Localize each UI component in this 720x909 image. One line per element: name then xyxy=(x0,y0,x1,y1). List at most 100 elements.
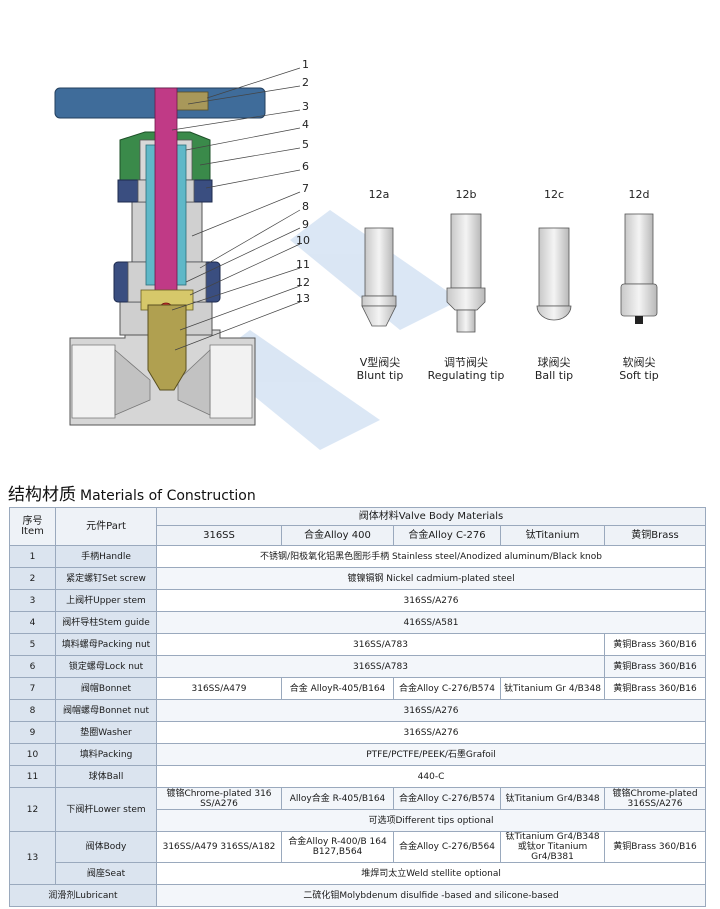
callout-6: 6 xyxy=(302,160,309,173)
row-lubricant-part: 润滑剂Lubricant xyxy=(9,884,157,907)
row-8-value: 316SS/A276 xyxy=(155,699,707,722)
material-titanium: 钛Titanium xyxy=(500,525,605,546)
row-4-part: 阀杆导柱Stem guide xyxy=(55,611,157,634)
row-7-alloy400: 合金 AlloyR-405/B164 xyxy=(281,677,394,700)
table-row: 6 锁定螺母Lock nut 316SS/A783 黄铜Brass 360/B1… xyxy=(9,655,707,678)
tip-12b-zh: 调节阀尖 xyxy=(444,356,488,369)
row-lubricant-value: 二硫化钼Molybdenum disulfide -based and sili… xyxy=(155,884,707,907)
row-13-brass: 黄铜Brass 360/B16 xyxy=(603,831,707,863)
tip-12d-en: Soft tip xyxy=(619,369,659,382)
callout-5: 5 xyxy=(302,138,309,151)
row-7-c276: 合金Alloy C-276/B574 xyxy=(393,677,501,700)
tip-12b-en: Regulating tip xyxy=(427,369,505,382)
row-11-part: 球体Ball xyxy=(55,765,157,788)
row-6-brass: 黄铜Brass 360/B16 xyxy=(603,655,707,678)
row-5-part: 填料螺母Packing nut xyxy=(55,633,157,656)
row-13-alloy400: 合金Alloy R-400/B 164 B127,B564 xyxy=(281,831,394,863)
row-12-alloy400: Alloy合金 R-405/B164 xyxy=(281,787,394,810)
table-row: 12 下阀杆Lower stem 镀铬Chrome-plated 316 SS/… xyxy=(9,787,707,832)
row-3-part: 上阀杆Upper stem xyxy=(55,589,157,612)
table-row: 润滑剂Lubricant 二硫化钼Molybdenum disulfide -b… xyxy=(9,884,707,907)
leader-lines xyxy=(171,67,301,351)
row-4-value: 416SS/A581 xyxy=(155,611,707,634)
row-8-item: 8 xyxy=(9,699,56,722)
row-5-brass: 黄铜Brass 360/B16 xyxy=(603,633,707,656)
row-9-value: 316SS/A276 xyxy=(155,721,707,744)
callout-10: 10 xyxy=(296,234,310,247)
row-13-316ss: 316SS/A479 316SS/A182 xyxy=(156,831,282,863)
callout-2: 2 xyxy=(302,76,309,89)
tip-12d-drawing xyxy=(620,213,658,324)
row-13-c276: 合金Alloy C-276/B564 xyxy=(393,831,501,863)
row-13-titanium: 钛Titanium Gr4/B348 或钛or Titanium Gr4/B38… xyxy=(500,831,605,863)
row-10-part: 填料Packing xyxy=(55,743,157,766)
row-7-316ss: 316SS/A479 xyxy=(156,677,282,700)
header-item: 序号 Item xyxy=(9,507,56,546)
row-3-item: 3 xyxy=(9,589,56,612)
row-6-part: 锁定螺母Lock nut xyxy=(55,655,157,678)
table-row: 2 紧定螺钉Set screw 镀镍镉钢 Nickel cadmium-plat… xyxy=(9,567,707,590)
valve-cross-section: 1 2 3 4 5 6 7 8 9 10 11 12 13 xyxy=(54,58,658,450)
header-body-materials: 阀体材料Valve Body Materials xyxy=(155,507,707,526)
row-12-c276: 合金Alloy C-276/B574 xyxy=(393,787,501,810)
table-row: 9 垫圈Washer 316SS/A276 xyxy=(9,721,707,744)
upper-stem xyxy=(154,87,178,304)
table-header-row: 序号 Item 元件Part 阀体材料Valve Body Materials xyxy=(9,507,707,546)
header-part: 元件Part xyxy=(55,507,157,546)
material-c276: 合金Alloy C-276 xyxy=(393,525,501,546)
tip-12a-drawing xyxy=(361,227,397,327)
callout-13: 13 xyxy=(296,292,310,305)
table-row: 阀座Seat 堆焊司太立Weld stellite optional xyxy=(10,862,707,885)
row-13-part-body: 阀体Body xyxy=(55,831,157,863)
row-2-part: 紧定螺钉Set screw xyxy=(55,567,157,590)
tip-12a-en: Blunt tip xyxy=(356,369,404,382)
callout-11: 11 xyxy=(296,258,310,271)
tip-12c-code: 12c xyxy=(543,188,565,201)
row-7-item: 7 xyxy=(9,677,56,700)
tip-12d-label: 软阀尖 Soft tip xyxy=(594,356,684,382)
callout-3: 3 xyxy=(302,100,309,113)
row-6-value: 316SS/A783 xyxy=(156,655,605,678)
tip-12b-drawing xyxy=(446,213,486,333)
callout-7: 7 xyxy=(302,182,309,195)
callout-1: 1 xyxy=(302,58,309,71)
tip-12b-code: 12b xyxy=(455,188,477,201)
row-7-part: 阀帽Bonnet xyxy=(55,677,157,700)
row-11-value: 440-C xyxy=(155,765,707,788)
row-9-item: 9 xyxy=(9,721,56,744)
tip-12c-en: Ball tip xyxy=(534,369,574,382)
table-row: 1 手柄Handle 不锈钢/阳极氧化铝黑色图形手柄 Stainless ste… xyxy=(9,545,707,568)
header-item-en: Item xyxy=(21,525,44,537)
row-8-part: 阀帽螺母Bonnet nut xyxy=(55,699,157,722)
material-brass: 黄铜Brass xyxy=(603,525,707,546)
callout-4: 4 xyxy=(302,118,309,131)
callout-8: 8 xyxy=(302,200,309,213)
table-row: 11 球体Ball 440-C xyxy=(9,765,707,788)
table-row: 8 阀帽螺母Bonnet nut 316SS/A276 xyxy=(9,699,707,722)
row-12-316ss: 镀铬Chrome-plated 316 SS/A276 xyxy=(156,787,282,810)
row-1-value: 不锈钢/阳极氧化铝黑色图形手柄 Stainless steel/Anodized… xyxy=(155,545,707,568)
row-13-item: 13 xyxy=(9,831,56,885)
row-10-value: PTFE/PCTFE/PEEK/石墨Grafoil xyxy=(155,743,707,766)
table-row: 13 阀体Body 316SS/A479 316SS/A182 合金Alloy … xyxy=(9,831,707,885)
row-7-brass: 黄铜Brass 360/B16 xyxy=(603,677,707,700)
lower-stem xyxy=(147,304,187,391)
row-12-item: 12 xyxy=(9,787,56,832)
row-5-value: 316SS/A783 xyxy=(156,633,605,656)
tip-12d-code: 12d xyxy=(628,188,650,201)
row-10-item: 10 xyxy=(9,743,56,766)
callout-9: 9 xyxy=(302,218,309,231)
row-13-part-seat: 阀座Seat xyxy=(55,862,157,885)
table-material-row: 316SS 合金Alloy 400 合金Alloy C-276 钛Titaniu… xyxy=(10,525,707,546)
material-316ss: 316SS xyxy=(156,525,282,546)
row-2-item: 2 xyxy=(9,567,56,590)
row-11-item: 11 xyxy=(9,765,56,788)
tip-12a-code: 12a xyxy=(368,188,390,201)
table-row: 10 填料Packing PTFE/PCTFE/PEEK/石墨Grafoil xyxy=(9,743,707,766)
row-6-item: 6 xyxy=(9,655,56,678)
table-row: 5 填料螺母Packing nut 316SS/A783 黄铜Brass 360… xyxy=(9,633,707,656)
section-title-en: Materials of Construction xyxy=(80,488,256,504)
tip-12b-label: 调节阀尖 Regulating tip xyxy=(421,356,511,382)
tip-12a-label: V型阀尖 Blunt tip xyxy=(335,356,425,382)
